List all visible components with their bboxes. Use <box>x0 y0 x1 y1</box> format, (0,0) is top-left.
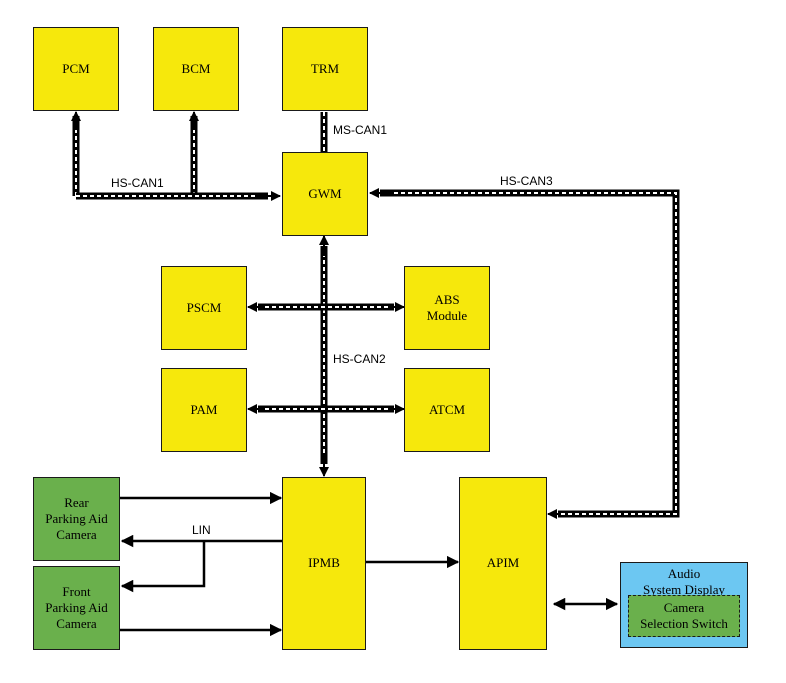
camera-switch-label: Camera Selection Switch <box>640 599 728 631</box>
pcm-module[interactable]: PCM <box>33 27 119 111</box>
ms-can1-label: MS-CAN1 <box>333 123 388 137</box>
pam-label: PAM <box>190 401 218 417</box>
rear-camera-module[interactable]: Rear Parking Aid Camera <box>33 477 120 561</box>
atcm-module[interactable]: ATCM <box>404 368 490 452</box>
apim-module[interactable]: APIM <box>459 477 547 650</box>
hs-can3-label: HS-CAN3 <box>500 174 553 188</box>
trm-label: TRM <box>310 60 340 76</box>
bcm-module[interactable]: BCM <box>153 27 239 111</box>
ipmb-label: IPMB <box>308 555 340 571</box>
rear-camera-label: Rear Parking Aid Camera <box>45 494 108 543</box>
hs-can3-bus <box>369 188 680 519</box>
abs-label: ABS Module <box>426 291 468 323</box>
bcm-label: BCM <box>181 60 211 76</box>
pcm-label: PCM <box>62 60 90 76</box>
abs-module[interactable]: ABS Module <box>404 266 490 350</box>
pscm-label: PSCM <box>186 299 222 315</box>
front-camera-label: Front Parking Aid Camera <box>45 583 108 632</box>
gwm-module[interactable]: GWM <box>282 152 368 236</box>
atcm-label: ATCM <box>428 401 466 417</box>
gwm-label: GWM <box>308 185 342 201</box>
audio-system-display[interactable]: Audio System Display Camera Selection Sw… <box>620 562 748 648</box>
ipmb-module[interactable]: IPMB <box>282 477 366 650</box>
camera-wiring <box>120 491 283 637</box>
hs-can2-label: HS-CAN2 <box>333 352 386 366</box>
trm-module[interactable]: TRM <box>282 27 368 111</box>
hs-can1-bus <box>71 111 281 201</box>
pscm-module[interactable]: PSCM <box>161 266 247 350</box>
camera-selection-switch[interactable]: Camera Selection Switch <box>628 595 740 637</box>
hs-can2-bus <box>247 235 405 477</box>
front-camera-module[interactable]: Front Parking Aid Camera <box>33 566 120 650</box>
hs-can1-label: HS-CAN1 <box>111 176 164 190</box>
audio-display-label: Audio System Display <box>643 566 725 598</box>
apim-label: APIM <box>486 555 520 571</box>
lin-label: LIN <box>192 523 211 537</box>
pam-module[interactable]: PAM <box>161 368 247 452</box>
